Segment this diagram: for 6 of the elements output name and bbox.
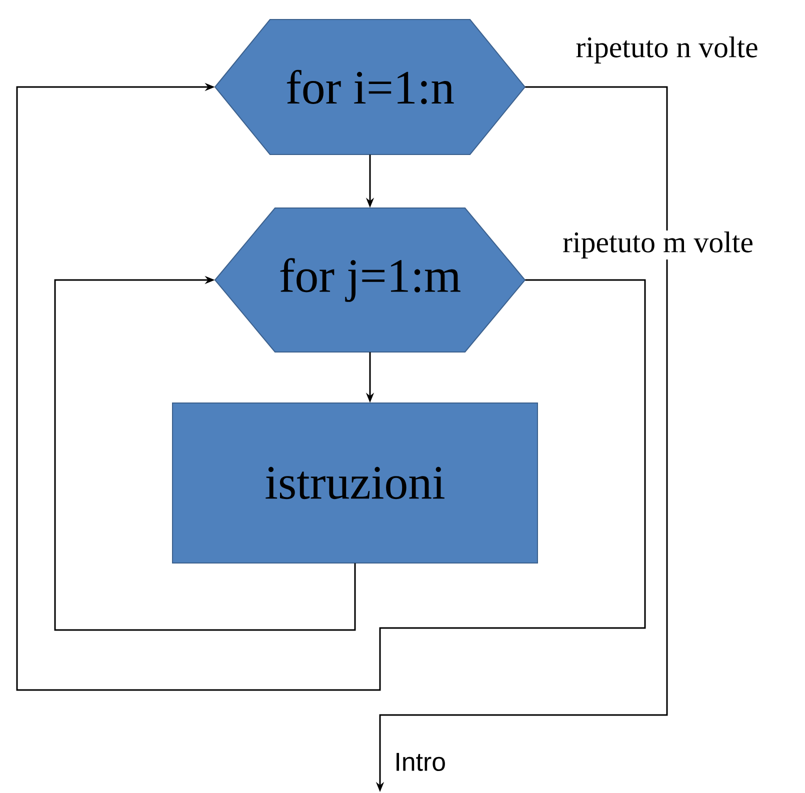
- loop-label: ripetuto n volte: [576, 36, 758, 64]
- loop-label: Intro: [396, 752, 445, 772]
- loop-label: ripetuto m volte: [563, 231, 752, 259]
- arrow: [54, 276, 356, 631]
- process-box: istruzioni: [172, 402, 538, 564]
- arrow: [16, 82, 646, 691]
